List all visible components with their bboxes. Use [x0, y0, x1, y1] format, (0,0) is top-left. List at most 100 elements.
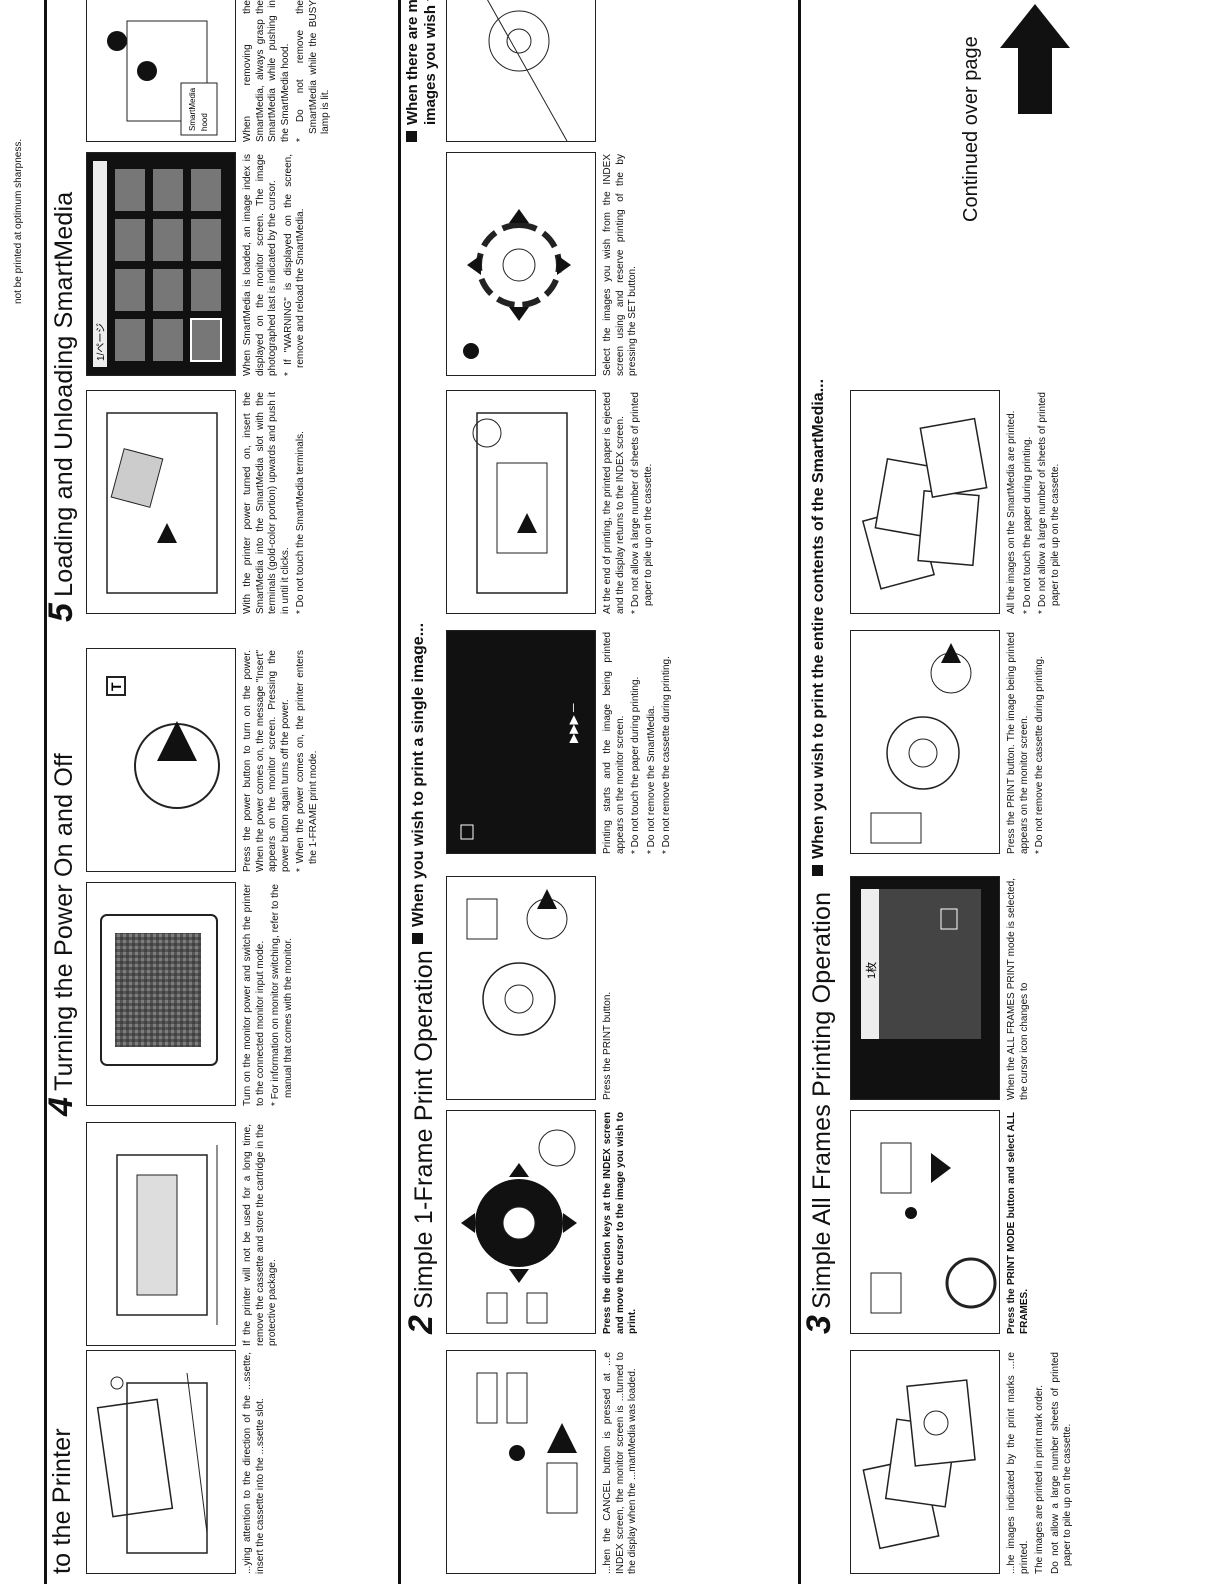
subhead-single: When you wish to print a single image... — [410, 623, 428, 944]
illustration-printed-stack — [850, 390, 1000, 614]
square-bullet-icon — [812, 865, 823, 876]
section-number-3: 3 — [800, 1314, 838, 1334]
subhead-all: When you wish to print the entire conten… — [810, 379, 828, 876]
monitor-index-screen: 1/ページ — [86, 152, 236, 376]
caption-cassette-text: ...ying attention to the direction of th… — [242, 1352, 266, 1574]
section-title-all: Simple All Frames Printing Operation — [808, 891, 836, 1309]
illustration-print-marks — [850, 1350, 1000, 1574]
caption-monitor-power-note: * For information on monitor switching, … — [270, 884, 294, 1106]
section-title-smartmedia: Loading and Unloading SmartMedia — [50, 191, 78, 597]
caption-all-printed-text: All the images on the SmartMedia are pri… — [1006, 410, 1017, 614]
svg-text:T: T — [108, 682, 124, 691]
section-heading-power: 4Turning the Power On and Off — [42, 753, 81, 1116]
caption-all-print-text: Press the PRINT button. The image being … — [1006, 632, 1030, 854]
caption-eject: At the end of printing, the printed pape… — [602, 392, 658, 614]
section-number-5: 5 — [42, 602, 80, 622]
caption-cassette-storage-text: If the printer will not be used for a lo… — [242, 1124, 278, 1346]
caption-print-marks: ...he images indicated by the print mark… — [1006, 1352, 1078, 1574]
caption-smartmedia-remove-text: When removing the SmartMedia, always gra… — [242, 0, 291, 142]
illustration-paper-eject — [446, 390, 596, 614]
caption-monitor-power-text: Turn on the monitor power and switch the… — [242, 884, 266, 1106]
caption-monitor-power: Turn on the monitor power and switch the… — [242, 884, 298, 1106]
caption-all-printed-note-1: * Do not touch the paper during printing… — [1021, 436, 1033, 614]
top-fragment-line: not be printed at optimum sharpness. — [13, 138, 24, 304]
caption-printing-note-2: * Do not remove the SmartMedia. — [645, 705, 657, 854]
illustration-cancel-button — [446, 1350, 596, 1574]
illustration-power-button: T — [86, 648, 236, 872]
svg-text:1/ページ: 1/ページ — [96, 323, 107, 361]
bottom-rule — [798, 0, 801, 1584]
svg-text:hood: hood — [200, 113, 209, 131]
illustration-monitor — [86, 882, 236, 1106]
caption-smartmedia-insert: With the printer power turned on, insert… — [242, 392, 311, 614]
caption-all-printed-note-2: * Do not allow a large number of sheets … — [1037, 392, 1061, 614]
subhead-single-text: When you wish to print a single image... — [410, 622, 427, 927]
svg-text:1枚: 1枚 — [864, 962, 878, 979]
caption-all-printed: All the images on the SmartMedia are pri… — [1006, 392, 1065, 614]
illustration-print-mode-button — [850, 1110, 1000, 1334]
caption-multiple: Select the images you wish from the INDE… — [602, 154, 643, 376]
monitor-printing-screen: ▶▶▶ ─ — [446, 630, 596, 854]
continue-arrow-icon — [1000, 4, 1070, 114]
illustration-print-button-2 — [850, 630, 1000, 854]
caption-printing-note-1: * Do not touch the paper during printing… — [630, 676, 641, 854]
section-heading-printer: to the Printer — [48, 1428, 76, 1574]
caption-smartmedia-index: When SmartMedia is loaded, an image inde… — [242, 154, 311, 376]
section-number-2: 2 — [402, 1314, 440, 1334]
illustration-print-button — [446, 876, 596, 1100]
section-number-4: 4 — [42, 1096, 80, 1116]
caption-printing: Printing starts and the image being prin… — [602, 632, 677, 854]
caption-print-marks-note-1: The images are printed in print mark ord… — [1034, 1385, 1045, 1574]
subhead-all-text: When you wish to print the entire conten… — [810, 378, 827, 859]
caption-smartmedia-remove-note: * Do not remove the SmartMedia while the… — [295, 0, 331, 142]
section-heading-smartmedia: 5 Loading and Unloading SmartMedia — [42, 192, 81, 622]
caption-smartmedia-index-text: When SmartMedia is loaded, an image inde… — [242, 154, 278, 376]
caption-power-button-text: Press the power button to turn on the po… — [242, 650, 291, 872]
section-heading-single: 2 Simple 1-Frame Print Operation — [402, 950, 441, 1334]
illustration-direction-keys — [446, 1110, 596, 1334]
caption-direction-keys-text: Press the direction keys at the INDEX sc… — [602, 1112, 638, 1334]
illustration-cassette-insert — [86, 1350, 236, 1574]
caption-smartmedia-remove: When removing the SmartMedia, always gra… — [242, 0, 336, 142]
square-bullet-icon — [412, 933, 423, 944]
monitor-all-frames-screen: 1枚 — [850, 876, 1000, 1100]
square-bullet-icon — [406, 131, 417, 142]
subhead-multiple-line2: images you wish to — [422, 0, 439, 125]
caption-print-marks-note-2: Do not allow a large number sheets of pr… — [1049, 1352, 1074, 1574]
caption-cancel: ...hen the CANCEL button is pressed at .… — [602, 1352, 643, 1574]
svg-text:SmartMedia: SmartMedia — [188, 87, 197, 131]
caption-eject-text: At the end of printing, the printed pape… — [602, 392, 626, 614]
caption-print-button-text: Press the PRINT button. — [602, 991, 613, 1100]
section-heading-all: 3 Simple All Frames Printing Operation — [800, 892, 839, 1334]
illustration-smartmedia-insert — [86, 390, 236, 614]
caption-smartmedia-insert-text: With the printer power turned on, insert… — [242, 392, 291, 614]
caption-all-frames-mode: When the ALL FRAMES PRINT mode is select… — [1006, 878, 1034, 1100]
caption-cassette: ...ying attention to the direction of th… — [242, 1352, 270, 1574]
caption-direction-keys: Press the direction keys at the INDEX sc… — [602, 1112, 643, 1334]
caption-cancel-text: ...hen the CANCEL button is pressed at .… — [602, 1352, 638, 1574]
caption-print-mode-text: Press the PRINT MODE button and select A… — [1006, 1112, 1030, 1334]
caption-all-print-note: * Do not remove the cassette during prin… — [1034, 656, 1045, 854]
caption-cassette-storage: If the printer will not be used for a lo… — [242, 1124, 283, 1346]
caption-smartmedia-insert-note: * Do not touch the SmartMedia terminals. — [295, 431, 306, 614]
caption-all-frames-mode-text: When the ALL FRAMES PRINT mode is select… — [1006, 878, 1030, 1100]
caption-eject-note: * Do not allow a large number of sheets … — [630, 392, 654, 614]
section-title-single: Simple 1-Frame Print Operation — [410, 949, 438, 1309]
caption-all-print: Press the PRINT button. The image being … — [1006, 632, 1050, 854]
caption-multiple-text: Select the images you wish from the INDE… — [602, 154, 638, 376]
caption-print-mode: Press the PRINT MODE button and select A… — [1006, 1112, 1034, 1334]
caption-smartmedia-index-note: * If "WARNING" is displayed on the scree… — [282, 154, 307, 376]
caption-printing-note-3: * Do not remove the cassette during prin… — [661, 656, 672, 854]
caption-power-button-note: * When the power comes on, the printer e… — [295, 650, 319, 872]
middle-rule — [398, 0, 401, 1584]
caption-print-button: Press the PRINT button. — [602, 878, 618, 1100]
svg-text:▶▶▶ ─: ▶▶▶ ─ — [566, 703, 580, 743]
illustration-select-key — [446, 152, 596, 376]
caption-printing-text: Printing starts and the image being prin… — [602, 632, 626, 854]
illustration-cassette-slot — [86, 1122, 236, 1346]
continued-label: Continued over page — [960, 36, 982, 222]
